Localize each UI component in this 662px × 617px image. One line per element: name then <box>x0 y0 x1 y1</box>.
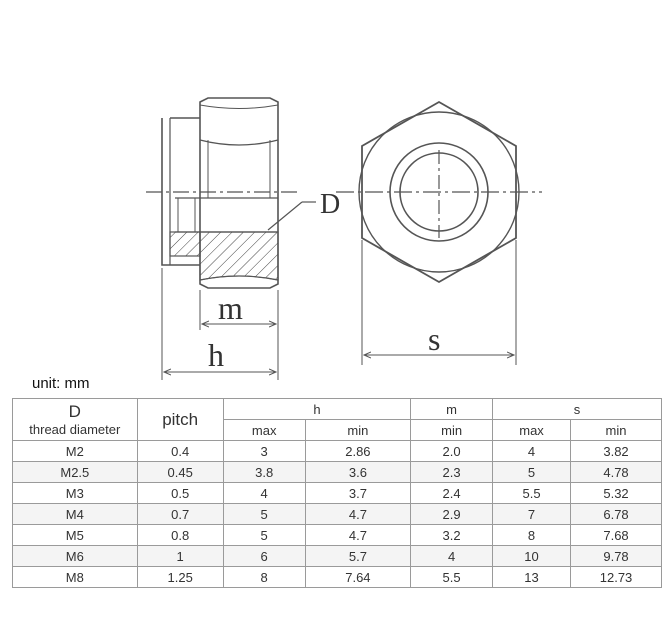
cell-d: M2 <box>12 440 138 462</box>
cell-d: M4 <box>12 503 138 525</box>
cell-m-min: 3.2 <box>410 524 494 546</box>
header-pitch: pitch <box>136 398 224 441</box>
cell-s-min: 3.82 <box>570 440 662 462</box>
cell-s-min: 6.78 <box>570 503 662 525</box>
cell-s-max: 13 <box>492 566 572 588</box>
cell-s-max: 4 <box>492 440 572 462</box>
cell-pitch: 0.4 <box>136 440 224 462</box>
cell-h-max: 4 <box>222 482 306 504</box>
cell-s-min: 9.78 <box>570 545 662 567</box>
cell-h-min: 3.7 <box>304 482 412 504</box>
cell-s-max: 10 <box>492 545 572 567</box>
cell-h-max: 3 <box>222 440 306 462</box>
cell-d: M3 <box>12 482 138 504</box>
m-label: m <box>218 290 243 326</box>
header-s-max: max <box>492 419 572 441</box>
cell-m-min: 2.3 <box>410 461 494 483</box>
cell-h-min: 7.64 <box>304 566 412 588</box>
cell-pitch: 0.5 <box>136 482 224 504</box>
cell-h-max: 5 <box>222 524 306 546</box>
header-h: h <box>222 398 412 420</box>
cell-h-min: 3.6 <box>304 461 412 483</box>
table-row: M3 0.5 4 3.7 2.4 5.5 5.32 <box>12 482 662 504</box>
table-row: M2 0.4 3 2.86 2.0 4 3.82 <box>12 440 662 462</box>
nut-technical-drawing: D m h s <box>146 97 542 380</box>
cell-s-max: 8 <box>492 524 572 546</box>
unit-label: unit: mm <box>32 375 90 392</box>
cell-s-min: 7.68 <box>570 524 662 546</box>
cell-s-min: 4.78 <box>570 461 662 483</box>
cell-m-min: 4 <box>410 545 494 567</box>
cell-d: M8 <box>12 566 138 588</box>
spec-table: D thread diameter pitch h m s max min mi… <box>12 398 662 588</box>
body-section-hatch <box>199 231 279 281</box>
s-label: s <box>428 321 440 357</box>
cell-m-min: 5.5 <box>410 566 494 588</box>
header-d: D thread diameter <box>12 398 138 441</box>
cell-s-min: 12.73 <box>570 566 662 588</box>
cell-pitch: 1.25 <box>136 566 224 588</box>
cell-h-max: 3.8 <box>222 461 306 483</box>
cell-h-min: 5.7 <box>304 545 412 567</box>
h-label: h <box>208 337 224 373</box>
cell-m-min: 2.4 <box>410 482 494 504</box>
cell-d: M2.5 <box>12 461 138 483</box>
cell-m-min: 2.9 <box>410 503 494 525</box>
header-d-sub: thread diameter <box>29 422 121 437</box>
table-row: M2.5 0.45 3.8 3.6 2.3 5 4.78 <box>12 461 662 483</box>
header-d-main: D <box>68 402 81 421</box>
cell-s-max: 5 <box>492 461 572 483</box>
cell-d: M6 <box>12 545 138 567</box>
cell-h-max: 8 <box>222 566 306 588</box>
cell-s-max: 7 <box>492 503 572 525</box>
cell-s-max: 5.5 <box>492 482 572 504</box>
cell-h-min: 4.7 <box>304 503 412 525</box>
table-row: M8 1.25 8 7.64 5.5 13 12.73 <box>12 566 662 588</box>
d-leader-line <box>267 201 303 231</box>
header-m: m <box>410 398 494 420</box>
header-h-min: min <box>304 419 412 441</box>
header-s-min: min <box>570 419 662 441</box>
d-label: D <box>320 189 340 220</box>
table-row: M5 0.8 5 4.7 3.2 8 7.68 <box>12 524 662 546</box>
cell-pitch: 0.7 <box>136 503 224 525</box>
cell-pitch: 0.45 <box>136 461 224 483</box>
cell-h-max: 5 <box>222 503 306 525</box>
cell-m-min: 2.0 <box>410 440 494 462</box>
cell-h-max: 6 <box>222 545 306 567</box>
cell-h-min: 2.86 <box>304 440 412 462</box>
cell-pitch: 1 <box>136 545 224 567</box>
cell-s-min: 5.32 <box>570 482 662 504</box>
header-s: s <box>492 398 662 420</box>
insert-section-hatch <box>169 231 201 257</box>
table-row: M4 0.7 5 4.7 2.9 7 6.78 <box>12 503 662 525</box>
header-m-min: min <box>410 419 494 441</box>
cell-pitch: 0.8 <box>136 524 224 546</box>
header-h-max: max <box>222 419 306 441</box>
cell-d: M5 <box>12 524 138 546</box>
cell-h-min: 4.7 <box>304 524 412 546</box>
table-row: M6 1 6 5.7 4 10 9.78 <box>12 545 662 567</box>
